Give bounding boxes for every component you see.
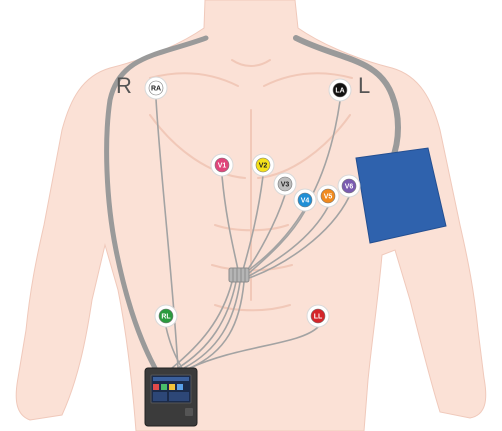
electrode-clip [297,192,313,208]
lead-wire-v2 [242,175,264,271]
lead-wire-ll [189,326,319,369]
left-side-label: L [358,73,370,98]
bundle-wire [177,281,237,369]
screen-icon [161,384,167,390]
electrode-label: LL [314,313,323,320]
collar-shade-left [263,72,353,87]
electrode-clip [148,80,164,96]
electrode-label: V2 [259,162,268,169]
bundle-wire [183,281,241,369]
electrode-clip [310,308,326,324]
screen-bar [153,377,189,381]
bp-cuff-hose [293,35,401,163]
holter-recorder [144,367,198,427]
electrode-v3: V3 [273,172,297,196]
electrode-v1: V1 [210,153,234,177]
clip-ribs [232,268,246,282]
pec-shade-right [149,114,246,179]
electrode-clip [277,176,293,192]
lead-wire-v1 [221,175,239,271]
screen-panel [169,392,189,401]
bundle-wire [189,281,245,369]
lead-wires [155,98,350,369]
electrode-clip [214,157,230,173]
electrode-label: V6 [345,183,354,190]
bp-cuff [355,147,447,244]
electrode-clip [341,178,357,194]
electrode-ra: RA [144,76,168,100]
electrode-rl: RL [154,304,178,328]
electrode-clip [320,188,336,204]
lead-wire-rl [165,326,183,369]
electrode-v5: V5 [316,184,340,208]
electrode-clip [255,157,271,173]
lead-wire-ra [155,98,179,369]
electrode-clip [158,308,174,324]
cable-bundle-clip [228,267,250,283]
electrode-label: RL [161,313,171,320]
electrode-label: V1 [218,162,227,169]
electrode-v4: V4 [293,188,317,212]
abs-shade-3 [214,304,291,312]
screen-icon [169,384,175,390]
screen-icon [153,384,159,390]
electrode-clip [332,82,348,98]
screen-icon [177,384,183,390]
main-cable [104,35,209,371]
neck-shade [231,59,271,67]
collar-shade-right [149,72,239,87]
electrode-label: V4 [301,197,310,204]
lead-wire-v5 [248,206,329,277]
electrode-label: RA [151,85,161,92]
electrode-la: LA [328,78,352,102]
electrode-label: V3 [281,181,290,188]
electrode-ll: LL [306,304,330,328]
lead-wire-v6 [248,196,350,279]
right-side-label: R [116,73,132,98]
pec-shade-left [257,114,351,179]
abs-shade-1 [214,224,289,232]
lead-wire-v3 [245,194,286,273]
electrode-label: V5 [324,193,333,200]
electrode-label: LA [335,87,344,94]
screen-panel [153,392,167,401]
electrode-v6: V6 [337,174,361,198]
electrode-v2: V2 [251,153,275,177]
bundle-wire [171,281,233,369]
lead-wire-v4 [247,210,306,275]
recorder-button [185,408,193,416]
